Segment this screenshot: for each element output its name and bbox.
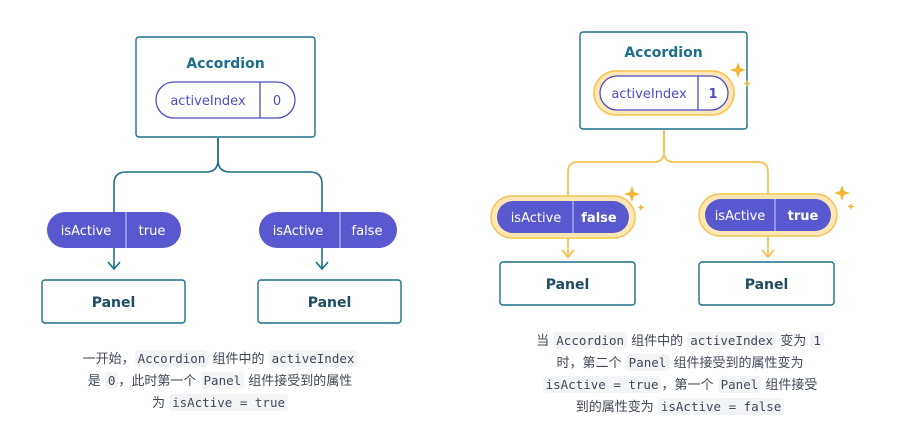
right-arrow-2 bbox=[761, 236, 775, 259]
right-arrow-1 bbox=[561, 236, 575, 259]
left-caption-line-1: 一开始，Accordion 组件中的 activeIndex bbox=[30, 348, 410, 370]
caption-text: 为 bbox=[151, 396, 170, 411]
caption-text: 组件中的 bbox=[627, 334, 688, 349]
left-panel-box-1: Panel bbox=[41, 279, 186, 324]
left-accordion-title: Accordion bbox=[186, 56, 264, 72]
caption-text: 是 bbox=[87, 374, 105, 389]
left-caption-line-3: 为 isActive = true bbox=[30, 392, 410, 414]
caption-text: 到的属性变为 bbox=[575, 400, 658, 415]
caption-code: activeIndex bbox=[687, 332, 777, 349]
left-connectors bbox=[107, 138, 329, 271]
right-connector-1 bbox=[567, 130, 665, 196]
left-caption-line-2: 是 0，此时第一个 Panel 组件接受到的属性 bbox=[30, 370, 410, 392]
left-connector-2 bbox=[217, 138, 323, 212]
caption-text: 组件中的 bbox=[208, 352, 269, 367]
right-panel-box-2: Panel bbox=[698, 261, 835, 306]
left-prop-1-value: true bbox=[139, 224, 166, 239]
left-caption: 一开始，Accordion 组件中的 activeIndex 是 0，此时第一个… bbox=[30, 348, 410, 414]
right-prop-1-name: isActive bbox=[511, 211, 562, 226]
left-diagram: Accordion activeIndex 0 isActive true is… bbox=[41, 36, 402, 324]
right-prop-1-value: false bbox=[581, 211, 617, 226]
right-accordion-box: Accordion activeIndex 1 bbox=[579, 31, 748, 130]
left-prop-2-value: false bbox=[352, 224, 383, 239]
right-prop-2-name: isActive bbox=[715, 209, 766, 224]
caption-text: 组件接受到的属性 bbox=[244, 374, 353, 389]
caption-code: 1 bbox=[810, 332, 824, 349]
sparkle-icon bbox=[624, 186, 645, 211]
left-prop-pill-1: isActive true bbox=[47, 212, 181, 248]
left-state-name: activeIndex bbox=[170, 94, 246, 109]
right-panel-2-title: Panel bbox=[745, 277, 789, 293]
left-prop-2-name: isActive bbox=[273, 224, 324, 239]
caption-text: 一开始， bbox=[82, 352, 135, 367]
left-state-value: 0 bbox=[273, 94, 281, 109]
right-caption-line-4: 到的属性变为 isActive = false bbox=[470, 396, 890, 418]
caption-code: isActive = false bbox=[657, 398, 785, 415]
right-caption: 当 Accordion 组件中的 activeIndex 变为 1 时，第二个 … bbox=[470, 330, 890, 418]
sparkle-icon bbox=[730, 62, 751, 87]
right-state-name: activeIndex bbox=[611, 87, 687, 102]
left-arrow-2 bbox=[315, 248, 329, 271]
caption-text: 组件接受 bbox=[761, 378, 818, 393]
caption-text: 变为 bbox=[776, 334, 811, 349]
right-panel-box-1: Panel bbox=[499, 261, 636, 306]
right-caption-line-3: isActive = true，第一个 Panel 组件接受 bbox=[470, 374, 890, 396]
right-panel-1-title: Panel bbox=[546, 277, 590, 293]
right-prop-pill-1: isActive false bbox=[490, 195, 636, 239]
left-panel-1-title: Panel bbox=[92, 295, 136, 311]
left-arrow-1 bbox=[107, 248, 121, 271]
right-connectors bbox=[561, 130, 775, 259]
right-connector-2 bbox=[663, 130, 769, 196]
right-caption-line-2: 时，第二个 Panel 组件接受到的属性变为 bbox=[470, 352, 890, 374]
caption-text: 时，第二个 bbox=[556, 356, 626, 371]
caption-text: ，第一个 bbox=[661, 378, 718, 393]
right-caption-line-1: 当 Accordion 组件中的 activeIndex 变为 1 bbox=[470, 330, 890, 352]
caption-text: 组件接受到的属性变为 bbox=[669, 356, 804, 371]
right-state-value: 1 bbox=[708, 87, 717, 102]
left-state-pill: activeIndex 0 bbox=[155, 81, 296, 119]
caption-text: ，此时第一个 bbox=[118, 374, 201, 389]
left-accordion-box: Accordion activeIndex 0 bbox=[135, 36, 316, 138]
caption-code: Accordion bbox=[134, 350, 209, 367]
caption-code: Panel bbox=[717, 376, 762, 393]
caption-code: Panel bbox=[200, 372, 245, 389]
left-panel-2-title: Panel bbox=[308, 295, 352, 311]
right-accordion-title: Accordion bbox=[624, 45, 702, 61]
caption-code: activeIndex bbox=[268, 350, 358, 367]
caption-code: Panel bbox=[625, 354, 670, 371]
caption-code: isActive = true bbox=[542, 376, 662, 393]
left-panel-box-2: Panel bbox=[257, 279, 402, 324]
left-prop-pill-2: isActive false bbox=[259, 212, 397, 248]
left-prop-1-name: isActive bbox=[61, 224, 112, 239]
sparkle-icon bbox=[834, 185, 855, 210]
caption-text: 当 bbox=[536, 334, 554, 349]
right-prop-pill-2: isActive true bbox=[698, 193, 838, 237]
right-diagram: Accordion activeIndex 1 isActive false i… bbox=[490, 31, 855, 306]
caption-code: isActive = true bbox=[169, 394, 289, 411]
caption-code: 0 bbox=[104, 372, 119, 389]
right-prop-2-value: true bbox=[788, 209, 819, 224]
left-connector-1 bbox=[113, 138, 219, 212]
right-state-pill: activeIndex 1 bbox=[593, 70, 735, 116]
caption-code: Accordion bbox=[553, 332, 627, 349]
